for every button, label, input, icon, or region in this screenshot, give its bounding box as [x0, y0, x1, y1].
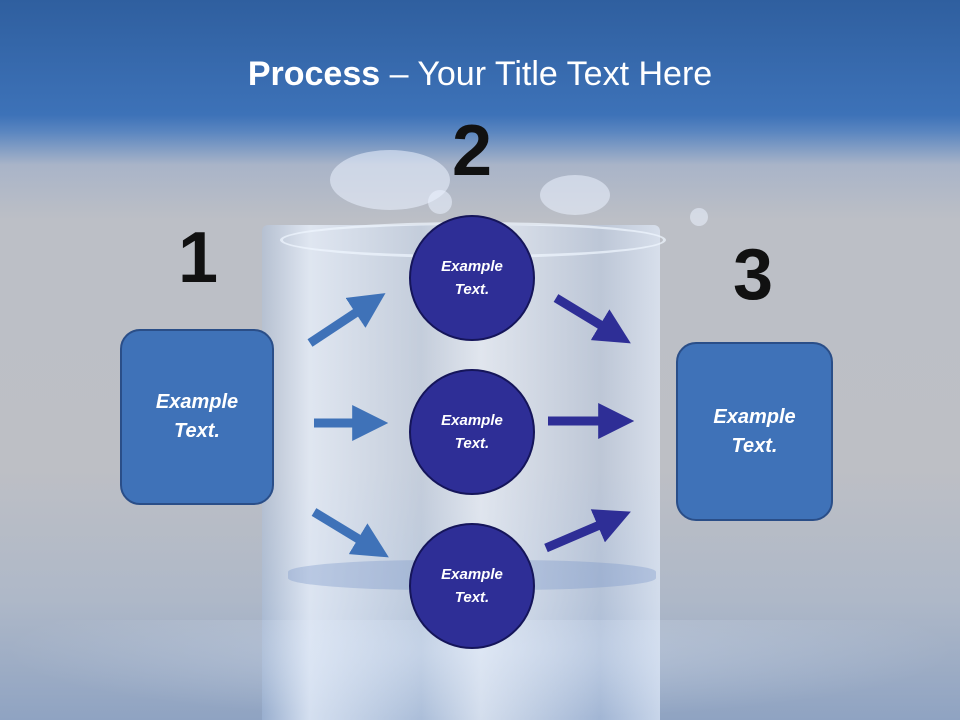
- circle-top-line1: Example: [441, 258, 503, 275]
- slide-title: Process – Your Title Text Here: [0, 52, 960, 96]
- circle-bottom-line1: Example: [441, 566, 503, 583]
- arrow-left-to-bottom: [311, 508, 389, 558]
- title-rest: – Your Title Text Here: [380, 55, 713, 93]
- water-droplet: [428, 190, 452, 214]
- circle-top-line2: Text.: [454, 281, 490, 298]
- circle-middle-line2: Text.: [454, 435, 490, 452]
- step-1-line1: Example: [155, 391, 239, 413]
- arrow-left-to-top: [307, 293, 386, 347]
- step-number-1: 1: [177, 218, 219, 298]
- water-splash: [540, 175, 610, 215]
- circle-middle-line1: Example: [441, 412, 503, 429]
- arrow-bottom-to-right: [544, 509, 631, 553]
- arrow-top-to-right: [553, 294, 631, 344]
- circle-bottom-line2: Text.: [454, 589, 490, 606]
- step-3-line2: Text.: [731, 434, 778, 457]
- step-number-2: 2: [451, 111, 493, 191]
- step-number-3: 3: [732, 235, 774, 315]
- step-1-line2: Text.: [174, 420, 220, 442]
- step-3-line1: Example: [713, 405, 796, 428]
- water-droplet: [690, 208, 708, 226]
- title-bold: Process: [247, 55, 381, 93]
